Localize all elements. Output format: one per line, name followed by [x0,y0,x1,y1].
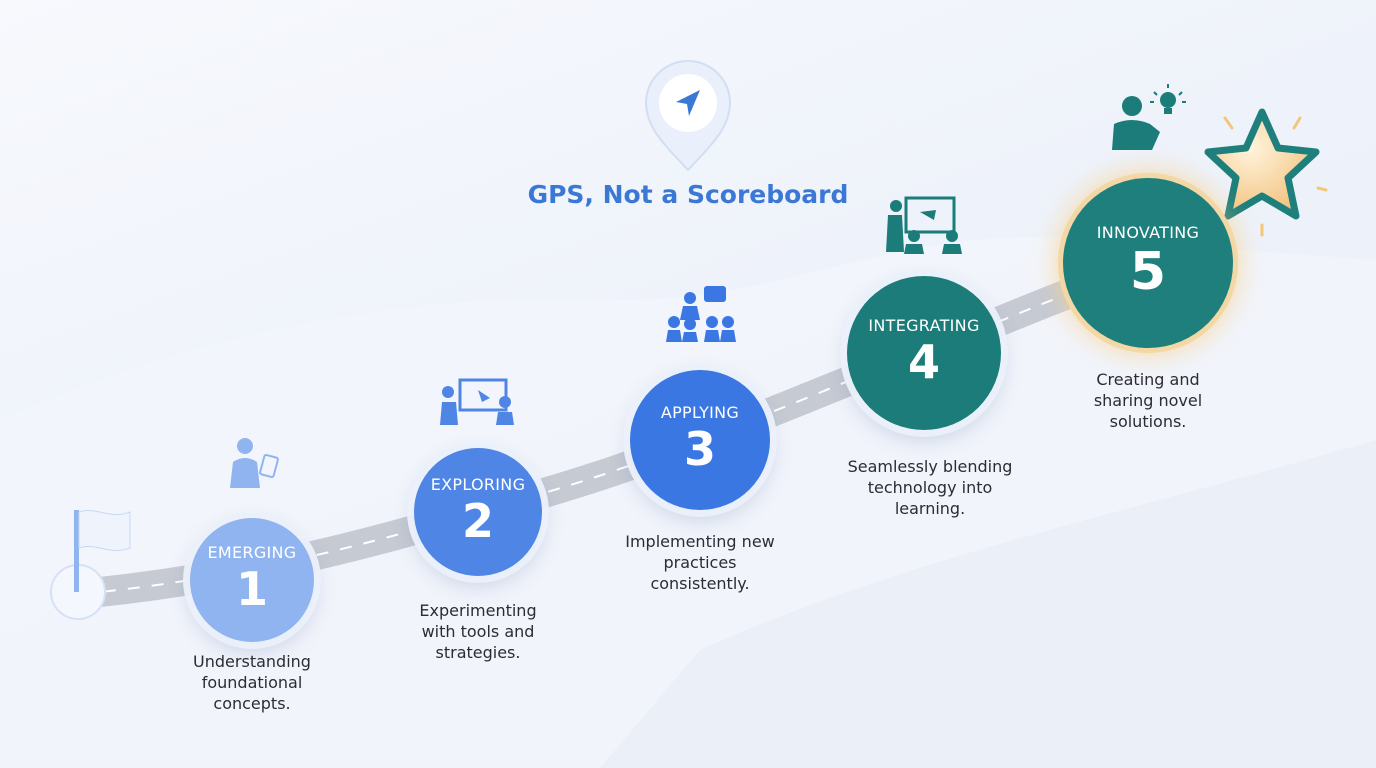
gps-pin-icon [644,60,732,172]
person-with-tablet-icon [230,438,279,488]
star-icon [1204,108,1328,237]
classroom-teacher-icon [886,196,962,254]
stage-description: Understanding foundational concepts. [193,652,311,713]
stage-number: 5 [1129,241,1167,302]
stage-description: Seamlessly blending technology into lear… [847,457,1013,518]
stage-number: 1 [235,561,268,616]
person-lightbulb-icon [1112,84,1186,150]
stage-exploring: EXPLORING 2 [414,448,542,576]
stage-description: Implementing new practices consistently. [625,532,775,593]
stage-applying: APPLYING 3 [630,370,770,510]
stage-number: 4 [907,334,940,389]
stage-label: EMERGING [207,542,297,562]
stage-number: 2 [461,493,494,548]
presentation-board-icon [440,378,514,425]
stage-description: Experimenting with tools and strategies. [419,601,537,662]
stage-number: 3 [683,421,716,476]
stage-label: INNOVATING [1096,222,1200,242]
stage-innovating: INNOVATING 5 [1063,178,1233,348]
group-discussion-icon [666,286,736,342]
stage-label: EXPLORING [430,474,526,494]
stage-integrating: INTEGRATING 4 [847,276,1001,430]
stage-label: INTEGRATING [868,315,980,335]
stage-label: APPLYING [660,402,740,422]
stage-description: Creating and sharing novel solutions. [1093,370,1203,431]
page-title: GPS, Not a Scoreboard [527,180,849,209]
stage-emerging: EMERGING 1 [190,518,314,642]
start-flag-icon [50,510,131,620]
